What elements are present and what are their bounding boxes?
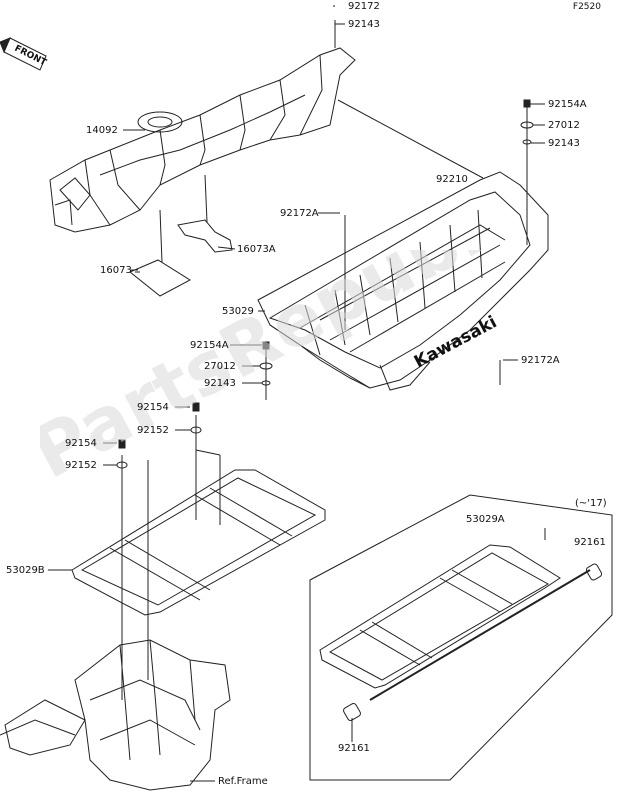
frame-53029B-drawing xyxy=(71,402,326,700)
cargo-bed-53029-drawing xyxy=(257,99,549,391)
part-label[interactable]: 92161 xyxy=(574,537,606,548)
part-label[interactable]: 14092 xyxy=(86,125,118,136)
part-label[interactable]: 92210 xyxy=(436,174,468,185)
frame-53029A-drawing xyxy=(319,528,603,742)
version-note: (~'17) xyxy=(575,498,607,509)
part-label[interactable]: 27012 xyxy=(204,361,236,372)
front-logo: FRONT xyxy=(13,44,49,69)
inset-panel-drawing xyxy=(309,494,613,781)
part-label[interactable]: 92154 xyxy=(65,438,97,449)
part-label[interactable]: 92172A xyxy=(521,355,560,366)
part-label[interactable]: 53029B xyxy=(6,565,45,576)
leader-lines xyxy=(48,5,545,571)
hardware-mid-left-drawing xyxy=(259,341,273,400)
part-label[interactable]: 92154 xyxy=(137,402,169,413)
part-label[interactable]: 92154A xyxy=(548,99,587,110)
diagram-code: F2520 xyxy=(572,2,601,12)
part-label[interactable]: 92143 xyxy=(348,19,380,30)
bed-brand-text: Kawasaki xyxy=(411,312,500,372)
part-label[interactable]: 27012 xyxy=(548,120,580,131)
part-label[interactable]: 92161 xyxy=(338,743,370,754)
front-label: FRONT xyxy=(13,44,49,69)
mat-16073-drawing xyxy=(129,209,191,297)
part-label[interactable]: 16073A xyxy=(237,244,276,255)
part-label[interactable]: 92152 xyxy=(65,460,97,471)
front-arrow-icon xyxy=(0,37,47,71)
part-label[interactable]: 16073 xyxy=(100,265,132,276)
part-label[interactable]: 92143 xyxy=(204,378,236,389)
part-label[interactable]: 92143 xyxy=(548,138,580,149)
part-label[interactable]: 92154A xyxy=(190,340,229,351)
chassis-frame-drawing xyxy=(0,639,231,791)
bed-brand: Kawasaki xyxy=(411,312,500,372)
part-label[interactable]: 92152 xyxy=(137,425,169,436)
mat-16073A-drawing xyxy=(177,174,233,253)
cover-tray-14092-drawing xyxy=(49,20,356,233)
part-label[interactable]: Ref.Frame xyxy=(218,776,268,787)
part-label[interactable]: 92172A xyxy=(280,208,319,219)
part-label[interactable]: 92172 xyxy=(348,1,380,12)
part-label[interactable]: 53029A xyxy=(466,514,505,525)
part-label[interactable]: 53029 xyxy=(222,306,254,317)
